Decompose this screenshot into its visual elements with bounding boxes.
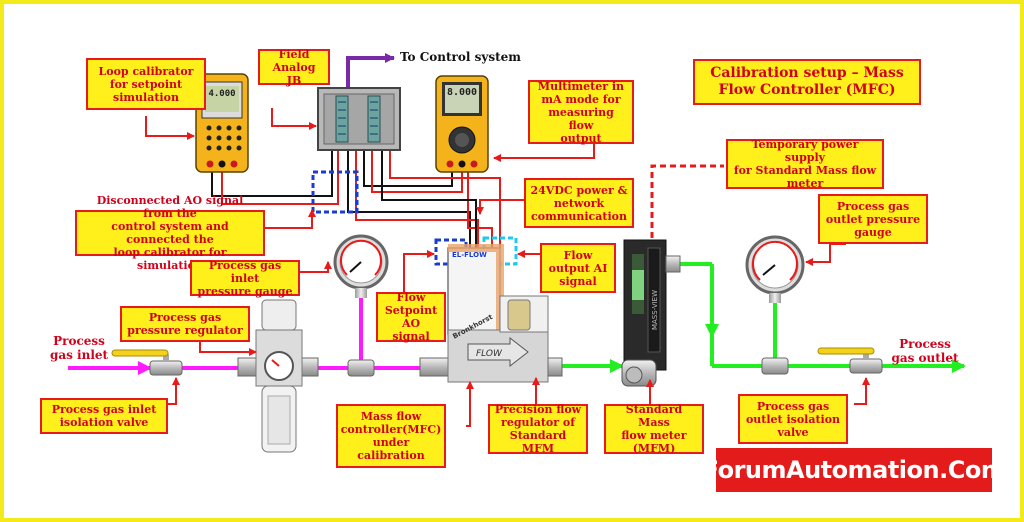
inlet-pressure-gauge-device	[333, 234, 389, 298]
loop-calibrator-device	[195, 73, 249, 173]
outlet-pressure-gauge-device	[745, 235, 805, 303]
gauge-tee-outlet	[761, 357, 789, 375]
label-process-gas-outlet: Process gas outlet	[891, 337, 959, 365]
label-inlet-isolation-valve: Process gas inlet isolation valve	[40, 398, 168, 434]
gauge-tee-inlet	[347, 359, 375, 377]
label-outlet-pressure-gauge: Process gas outlet pressure gauge	[818, 194, 928, 244]
label-field-analog-jb: Field Analog JB	[258, 48, 330, 87]
label-precision-flow-regulator: Precision flow regulator of Standard MFM	[488, 403, 588, 455]
calibrator-reading: 4.000	[208, 89, 236, 99]
to-control-system-arrow	[346, 53, 395, 88]
label-disconnected-ao: Disconnected AO signal from the control …	[75, 194, 265, 272]
label-flow-setpoint-ao: Flow Setpoint AO signal	[376, 291, 446, 343]
brand-banner: ForumAutomation.Com	[703, 448, 1006, 492]
multimeter-reading: 8.000	[446, 87, 478, 98]
label-loop-calibrator: Loop calibrator for setpoint simulation	[86, 58, 206, 110]
label-outlet-isolation-valve: Process gas outlet isolation valve	[738, 394, 848, 444]
mfm-side-text: MASS-VIEW	[651, 290, 659, 330]
mfc-top-text: EL-FLOW	[452, 251, 487, 259]
standard-mfm-device	[621, 239, 681, 387]
inlet-isolation-valve-device	[111, 349, 183, 376]
label-power-network: 24VDC power & network communication	[524, 178, 634, 228]
outlet-isolation-valve-device	[817, 347, 883, 374]
field-analog-jb-device	[317, 87, 401, 151]
diagram-title: Calibration setup – Mass Flow Controller…	[693, 59, 921, 105]
to-control-system-label: To Control system	[400, 50, 521, 64]
label-pressure-regulator: Process gas pressure regulator	[120, 306, 250, 342]
mfc-device	[419, 244, 563, 383]
label-flow-output-ai: Flow output AI signal	[540, 243, 616, 293]
label-temporary-power-supply: Temporary power supply for Standard Mass…	[726, 138, 884, 190]
label-process-gas-inlet: Process gas inlet	[49, 334, 109, 362]
multimeter-device	[435, 75, 489, 173]
ao-disconnect-box	[311, 170, 359, 214]
mfc-flow-text: FLOW	[476, 349, 503, 359]
label-mfc-under-calibration: Mass flow controller(MFC) under calibrat…	[336, 404, 446, 468]
label-standard-mfm: Standard Mass flow meter (MFM)	[604, 403, 704, 455]
callout-arrows	[145, 108, 870, 427]
label-multimeter: Multimeter in mA mode for measuring flow…	[528, 80, 634, 145]
temporary-power-line	[650, 164, 724, 238]
pressure-regulator-device	[237, 299, 319, 453]
label-inlet-pressure-gauge: Process gas inlet pressure gauge	[190, 259, 300, 298]
